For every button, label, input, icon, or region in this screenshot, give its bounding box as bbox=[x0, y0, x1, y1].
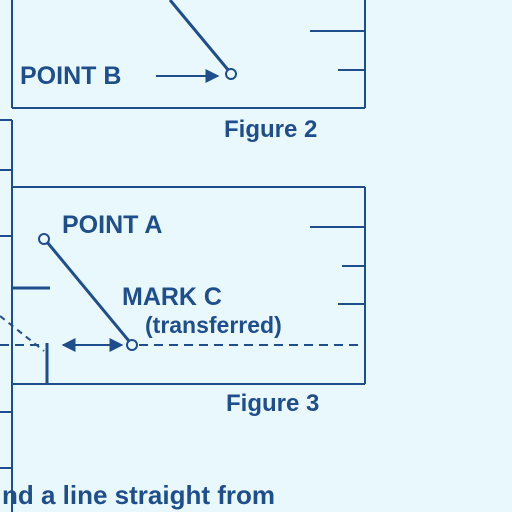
figure3-slant-line bbox=[45, 241, 131, 342]
mark-c-marker bbox=[126, 339, 138, 351]
figure3-box bbox=[12, 186, 366, 385]
figure2-ticks bbox=[310, 30, 365, 71]
figure2-caption: Figure 2 bbox=[224, 116, 318, 143]
left-ruler bbox=[0, 119, 13, 512]
figure2-slant-line bbox=[168, 0, 231, 72]
figure3-caption: Figure 3 bbox=[226, 390, 320, 417]
mark-c-label: MARK C bbox=[122, 283, 222, 311]
body-text-line: nd a line straight from bbox=[2, 480, 276, 510]
point-b-marker bbox=[225, 68, 237, 80]
point-b-label: POINT B bbox=[20, 62, 122, 90]
figure2-box bbox=[11, 0, 366, 109]
figure3-ticks bbox=[310, 226, 365, 305]
point-a-marker bbox=[38, 233, 50, 245]
mark-c-note: (transferred) bbox=[145, 312, 282, 338]
point-a-label: POINT A bbox=[62, 211, 163, 239]
